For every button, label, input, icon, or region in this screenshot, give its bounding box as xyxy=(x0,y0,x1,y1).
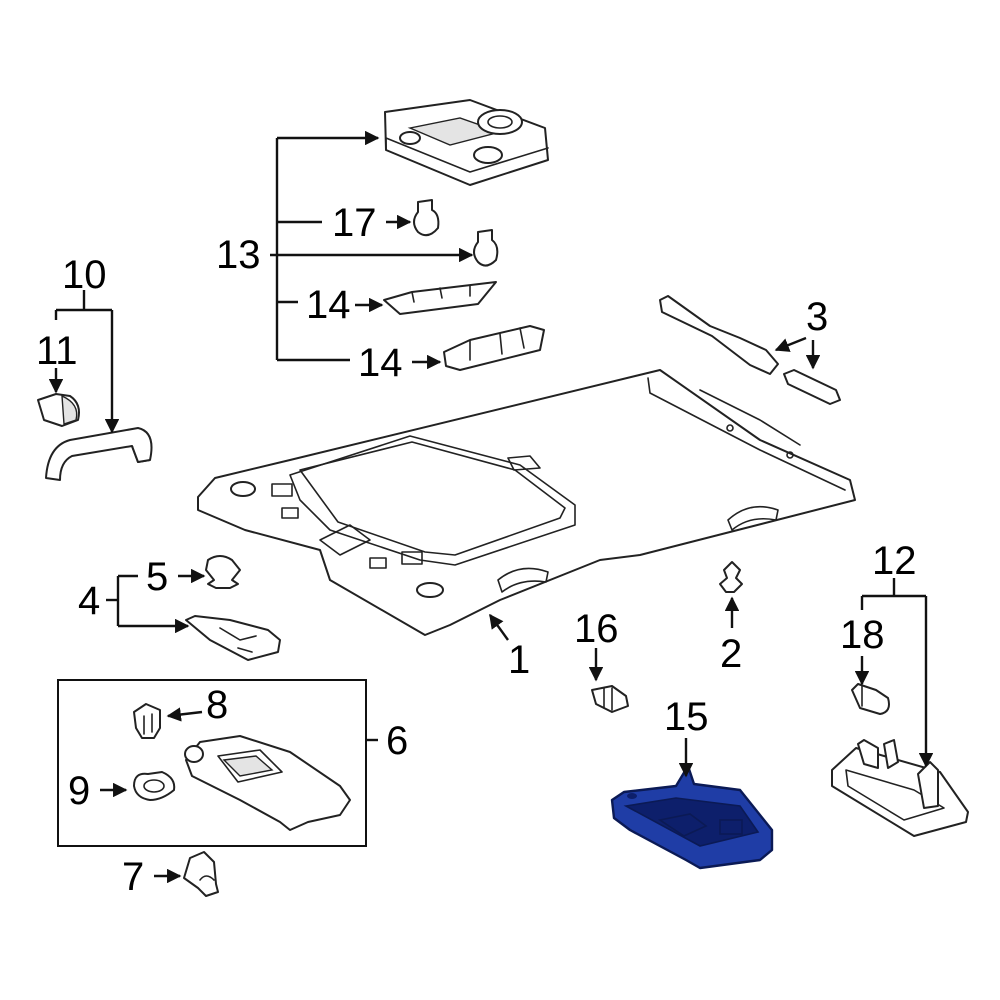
part-6-sun-visor[interactable] xyxy=(184,735,351,831)
part-15-dome-lamp[interactable] xyxy=(610,738,774,870)
callout-2[interactable]: 2 xyxy=(720,632,742,676)
part-1-headliner[interactable] xyxy=(197,369,856,636)
leader-1 xyxy=(489,613,509,641)
callout-17[interactable]: 17 xyxy=(332,201,377,245)
part-13-overhead-console[interactable] xyxy=(384,99,549,186)
leader-8 xyxy=(166,707,203,722)
part-7-clip[interactable] xyxy=(183,851,219,897)
part-12-lamp-housing[interactable] xyxy=(831,739,969,837)
part-2-clip[interactable] xyxy=(719,561,743,628)
part-9-holder[interactable] xyxy=(133,771,176,801)
callout-10[interactable]: 10 xyxy=(62,253,107,297)
callout-9[interactable]: 9 xyxy=(68,769,90,813)
callout-7[interactable]: 7 xyxy=(122,855,144,899)
callout-12[interactable]: 12 xyxy=(872,539,917,583)
part-18-bulb[interactable] xyxy=(851,683,890,715)
part-8-clip[interactable] xyxy=(133,703,161,739)
callout-1[interactable]: 1 xyxy=(508,638,530,682)
callout-5[interactable]: 5 xyxy=(146,555,168,599)
callout-14a[interactable]: 14 xyxy=(306,283,351,327)
part-14b-lens[interactable] xyxy=(443,325,545,371)
callout-13[interactable]: 13 xyxy=(216,233,261,277)
callout-4[interactable]: 4 xyxy=(78,579,100,623)
callout-8[interactable]: 8 xyxy=(206,683,228,727)
callout-3[interactable]: 3 xyxy=(806,295,828,339)
callout-16[interactable]: 16 xyxy=(574,607,619,651)
part-10-assist-grip[interactable] xyxy=(45,427,153,481)
part-11-cover[interactable] xyxy=(37,393,80,427)
callout-18[interactable]: 18 xyxy=(840,613,885,657)
bracket-4 xyxy=(106,568,206,634)
callout-6[interactable]: 6 xyxy=(386,719,408,763)
callout-14b[interactable]: 14 xyxy=(358,341,403,385)
part-14a-lens[interactable] xyxy=(383,281,497,315)
bracket-10 xyxy=(48,290,120,434)
part-17b-clip[interactable] xyxy=(473,229,499,267)
part-6-sun-visor-group xyxy=(57,679,378,847)
part-16-bulb[interactable] xyxy=(588,648,629,713)
callout-15[interactable]: 15 xyxy=(664,695,709,739)
bracket-13 xyxy=(270,130,474,370)
part-17-clip[interactable] xyxy=(413,199,440,237)
part-4-bracket[interactable] xyxy=(185,615,281,661)
part-5-clip[interactable] xyxy=(205,555,241,589)
bracket-12 xyxy=(854,578,934,768)
part-3-bracket[interactable] xyxy=(659,295,841,405)
callout-11[interactable]: 11 xyxy=(36,329,78,373)
